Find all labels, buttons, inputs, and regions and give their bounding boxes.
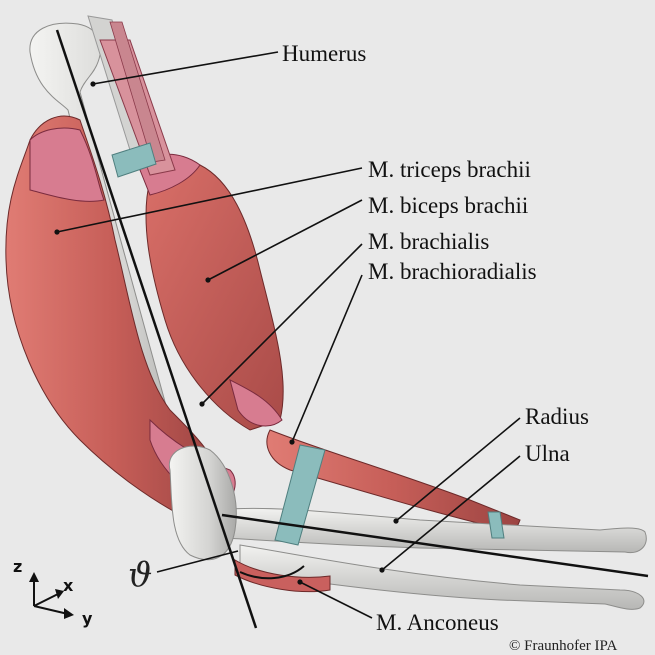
label-humerus: Humerus <box>282 41 366 66</box>
leader-lines <box>54 51 521 619</box>
label-triceps: M. triceps brachii <box>368 157 531 182</box>
angle-arc <box>239 565 305 580</box>
humerus-axis-line <box>55 29 258 629</box>
forearm-bones <box>219 507 647 610</box>
axis-x-label: x <box>63 576 74 595</box>
axis-z-label: z <box>13 557 22 576</box>
label-anconeus: M. Anconeus <box>376 610 499 635</box>
coordinate-axes-icon: z x y <box>13 557 93 628</box>
label-brachialis: M. brachialis <box>368 229 489 254</box>
brachioradialis-muscle <box>266 429 521 533</box>
label-brachioradialis: M. brachioradialis <box>368 259 537 284</box>
model-straps <box>111 142 505 546</box>
axis-y-label: y <box>82 609 93 628</box>
shoulder-tendons <box>99 21 176 176</box>
angle-symbol: ϑ <box>128 555 152 595</box>
label-ulna: Ulna <box>525 441 570 466</box>
label-radius: Radius <box>525 404 589 429</box>
label-biceps: M. biceps brachii <box>368 193 528 218</box>
forearm-axis-line <box>221 513 649 578</box>
copyright-notice: © Fraunhofer IPA <box>509 638 618 654</box>
